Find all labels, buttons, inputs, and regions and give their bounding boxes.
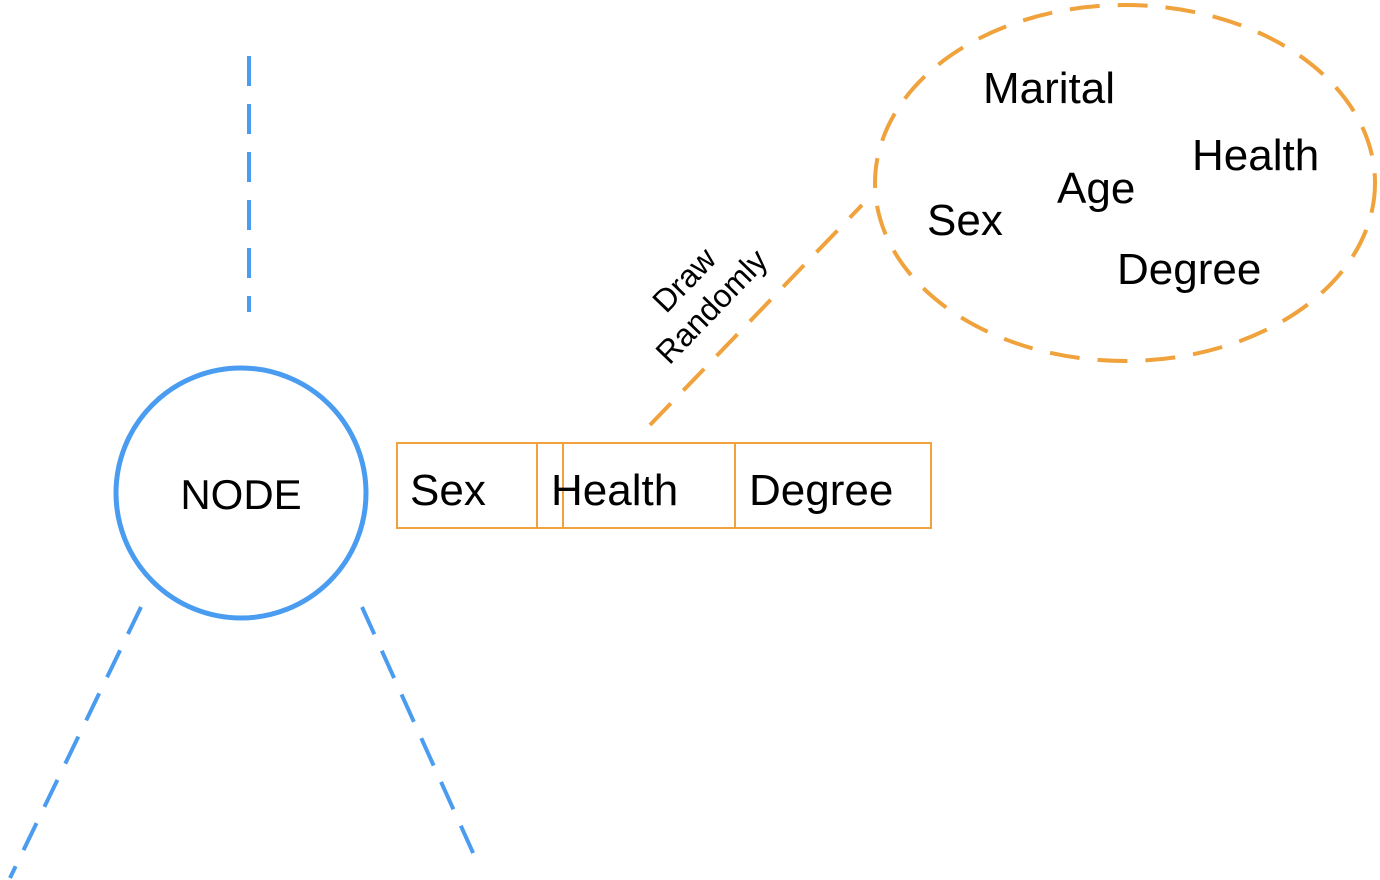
node-label: NODE: [180, 471, 301, 518]
sampling-connector: [648, 203, 864, 427]
feature-cell-label: Sex: [410, 466, 486, 515]
draw-randomly-label: Draw Randomly: [645, 240, 774, 371]
pool-feature-marital: Marital: [983, 64, 1115, 113]
tree-node: [113, 365, 369, 621]
pool-feature-age: Age: [1057, 164, 1135, 213]
feature-cell-label: Health: [551, 466, 678, 515]
feature-cell-label: Degree: [749, 466, 893, 515]
right-child-edge: [360, 606, 481, 867]
pool-feature-degree: Degree: [1117, 245, 1261, 294]
pool-feature-health: Health: [1192, 131, 1319, 180]
selected-features-box: Sex Health Degree: [396, 442, 932, 529]
pool-feature-sex: Sex: [927, 196, 1003, 245]
feature-cell-degree: [734, 442, 932, 529]
feature-pool-ellipse: [873, 3, 1377, 363]
left-child-edge: [8, 606, 143, 879]
feature-cell-sex: [396, 442, 564, 529]
